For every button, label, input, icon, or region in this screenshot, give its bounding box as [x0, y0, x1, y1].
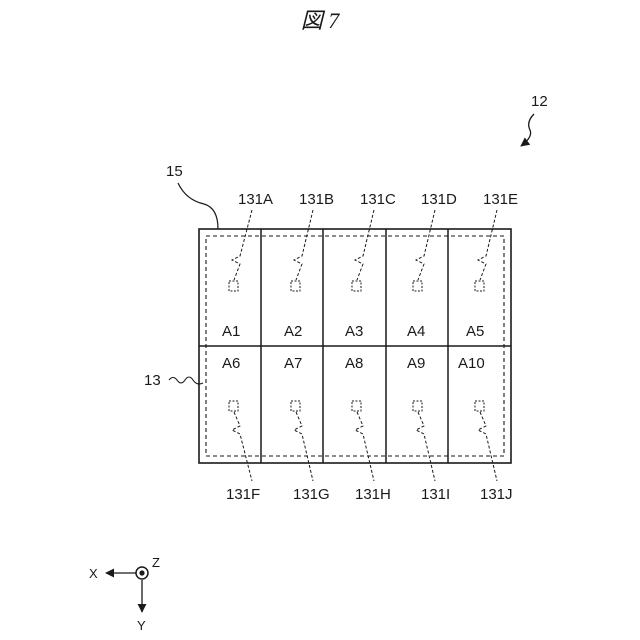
sensor-label-131a: 131A: [238, 191, 273, 208]
leader-131i: [416, 412, 435, 481]
sensor-label-131d: 131D: [421, 191, 457, 208]
sensor-label-131b: 131B: [299, 191, 334, 208]
sensor-131i: [413, 401, 422, 411]
z-axis-label: Z: [152, 555, 160, 570]
sensor-label-131h: 131H: [355, 486, 391, 503]
y-axis-label: Y: [137, 618, 146, 633]
figure-title: 図 7: [301, 8, 341, 33]
sensor-label-131i: 131I: [421, 486, 450, 503]
area-label-a2: A2: [284, 323, 302, 340]
sensor-label-131j: 131J: [480, 486, 513, 503]
area-label-a1: A1: [222, 323, 240, 340]
leader-131f: [232, 412, 252, 481]
leader-131b: [294, 210, 313, 280]
area-label-a8: A8: [345, 355, 363, 372]
region-label: 13: [144, 372, 161, 389]
leader-131a: [232, 210, 252, 280]
leader-131e: [478, 210, 497, 280]
top-sensors: [229, 210, 497, 291]
device-arrow: [521, 114, 534, 146]
sensor-131g: [291, 401, 300, 411]
area-label-a3: A3: [345, 323, 363, 340]
sensor-131h: [352, 401, 361, 411]
sensor-131c: [352, 281, 361, 291]
sensor-label-131c: 131C: [360, 191, 396, 208]
area-label-a7: A7: [284, 355, 302, 372]
bottom-sensors: [229, 401, 497, 481]
sensor-label-131g: 131G: [293, 486, 330, 503]
outline-leader: [178, 183, 218, 229]
sensor-131j: [475, 401, 484, 411]
sensor-131f: [229, 401, 238, 411]
leader-131c: [355, 210, 374, 280]
area-label-a4: A4: [407, 323, 425, 340]
leader-131j: [478, 412, 497, 481]
sensor-label-131f: 131F: [226, 486, 260, 503]
sensor-131a: [229, 281, 238, 291]
device-label: 12: [531, 93, 548, 110]
leader-131d: [416, 210, 435, 280]
area-label-a5: A5: [466, 323, 484, 340]
leader-131h: [355, 412, 374, 481]
area-label-a9: A9: [407, 355, 425, 372]
sensor-131d: [413, 281, 422, 291]
area-label-a6: A6: [222, 355, 240, 372]
sensor-131b: [291, 281, 300, 291]
region-leader: [169, 377, 203, 384]
z-axis-dot: [139, 570, 144, 575]
x-axis-label: X: [89, 566, 98, 581]
area-label-a10: A10: [458, 355, 485, 372]
sensor-131e: [475, 281, 484, 291]
outline-label: 15: [166, 163, 183, 180]
leader-131g: [294, 412, 313, 481]
sensor-label-131e: 131E: [483, 191, 518, 208]
coordinate-axes: X Y Z: [89, 555, 160, 633]
